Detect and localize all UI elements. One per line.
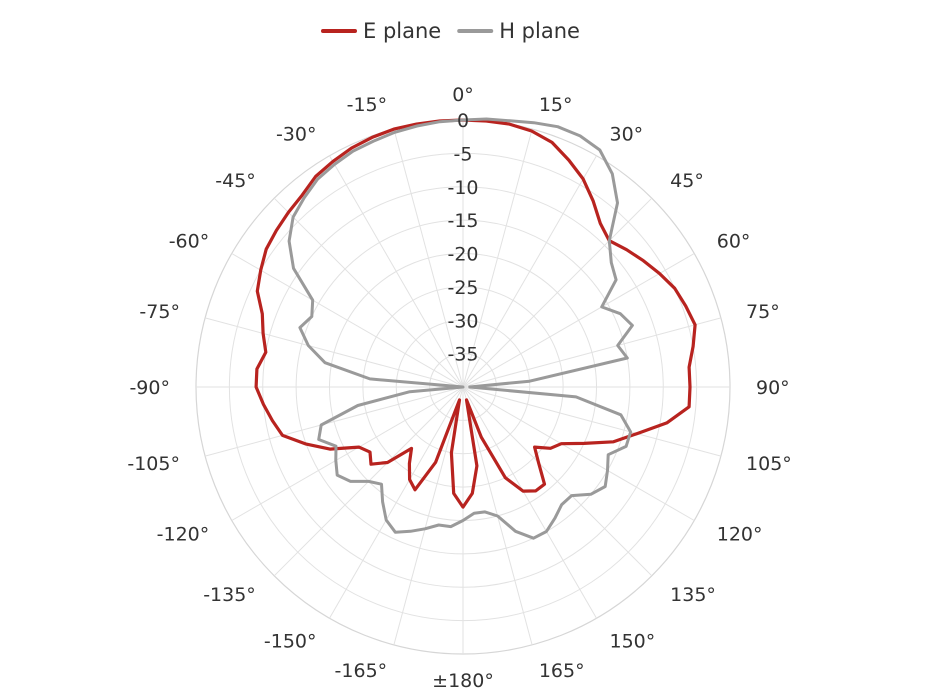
grid-spoke	[462, 386, 597, 619]
grid-spoke	[462, 253, 695, 388]
grid-spoke	[329, 155, 464, 388]
grid-spoke	[204, 317, 464, 388]
grid-spoke	[231, 386, 464, 521]
angle-tick-label: 60°	[717, 231, 751, 253]
angle-tick-label: -135°	[203, 584, 256, 606]
radial-axis-labels: 0 -5 -10 -15 -20 -25 -30 -35	[447, 110, 478, 366]
grid-spoke	[462, 197, 653, 388]
radial-tick-label: -30	[447, 310, 478, 332]
grid-spoke	[462, 317, 722, 388]
angle-tick-label: 105°	[746, 453, 792, 475]
angle-tick-label: -75°	[139, 301, 180, 323]
legend-label: E plane	[363, 19, 441, 43]
angle-tick-label: -120°	[157, 524, 210, 546]
grid-spoke	[273, 197, 464, 388]
angle-tick-label: ±180°	[432, 670, 494, 692]
radial-tick-label: -20	[447, 244, 478, 266]
angle-tick-label: -30°	[276, 123, 317, 145]
angle-tick-label: 165°	[539, 660, 585, 682]
angle-tick-label: -150°	[264, 631, 317, 653]
angle-tick-label: -15°	[347, 94, 388, 116]
angle-tick-label: -60°	[169, 231, 210, 253]
radial-tick-label: -15	[447, 210, 478, 232]
radial-tick-label: 0	[457, 110, 469, 132]
radial-tick-label: -5	[454, 143, 473, 165]
angle-tick-label: 75°	[746, 301, 780, 323]
angle-tick-label: -90°	[129, 377, 170, 399]
angle-tick-label: -45°	[215, 170, 256, 192]
grid-spoke	[462, 155, 597, 388]
grid-spoke	[393, 128, 464, 388]
radial-tick-label: -25	[447, 277, 478, 299]
angle-tick-label: -165°	[335, 660, 388, 682]
grid-spoke	[462, 128, 533, 388]
angle-tick-label: 30°	[610, 123, 644, 145]
grid-spoke	[204, 386, 464, 457]
grid-spoke	[231, 253, 464, 388]
angle-tick-label: 0°	[452, 84, 474, 106]
polar-grid	[195, 119, 731, 655]
grid-spoke	[462, 386, 653, 577]
angle-tick-label: 150°	[610, 631, 656, 653]
angle-tick-label: 135°	[670, 584, 716, 606]
angle-tick-label: 120°	[717, 524, 763, 546]
grid-spoke	[462, 386, 695, 521]
angular-axis-labels: 0° 15° 30° 45° 60° 75° 90° 105° 120° 135° 150° 165°…	[127, 84, 791, 692]
legend: E plane H plane	[321, 19, 580, 43]
series-line-h-plane	[287, 117, 634, 540]
grid-spoke	[329, 386, 464, 619]
radial-tick-label: -10	[447, 177, 478, 199]
legend-label: H plane	[499, 19, 580, 43]
angle-tick-label: 45°	[670, 170, 704, 192]
traces	[254, 117, 697, 540]
angle-tick-label: -105°	[127, 453, 180, 475]
radial-tick-label: -35	[447, 344, 478, 366]
grid-spoke	[393, 386, 464, 646]
angle-tick-label: 15°	[539, 94, 573, 116]
grid-spoke	[462, 386, 722, 457]
angle-tick-label: 90°	[756, 377, 790, 399]
